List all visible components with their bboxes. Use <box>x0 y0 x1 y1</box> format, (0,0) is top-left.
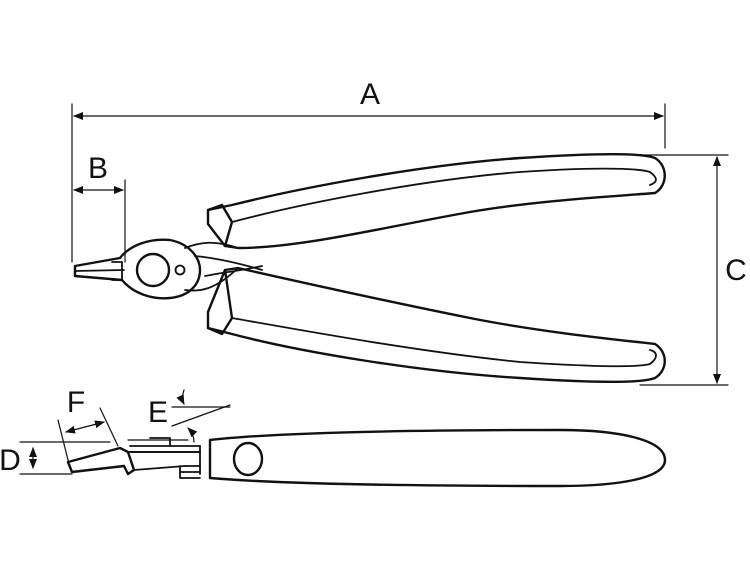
label-e: E <box>148 396 168 429</box>
dimension-d: D <box>0 441 111 477</box>
lower-handle-inner <box>231 317 657 368</box>
lower-handle-grip-end <box>206 268 234 336</box>
dimension-c: C <box>639 154 747 386</box>
dimension-e: E <box>127 389 231 443</box>
label-a: A <box>360 78 380 111</box>
side-pivot-plates <box>129 437 201 479</box>
label-d: D <box>0 444 21 477</box>
label-f: F <box>67 386 85 419</box>
jaw-head <box>73 238 202 300</box>
cutting-edge <box>74 269 125 272</box>
side-handle <box>208 428 667 488</box>
label-b: B <box>88 152 108 185</box>
jaw-tip-detail <box>111 261 123 281</box>
label-c: C <box>725 254 747 287</box>
pliers-side-view <box>66 428 667 488</box>
side-jaw <box>66 446 136 476</box>
spring-pin <box>174 264 186 276</box>
side-handle-end <box>199 439 211 479</box>
upper-handle-grip-end <box>206 203 234 248</box>
dimension-b: B <box>73 152 126 263</box>
dimension-f: F <box>57 386 119 469</box>
lower-handle-outline <box>206 266 666 383</box>
side-handle-hole <box>232 441 264 477</box>
pivot-circle <box>135 252 171 288</box>
pliers-top-view <box>73 153 666 383</box>
upper-handle-inner <box>231 167 657 223</box>
side-jaw-body <box>127 451 201 471</box>
dimension-a: A <box>71 78 666 263</box>
upper-handle-outline <box>206 153 666 250</box>
